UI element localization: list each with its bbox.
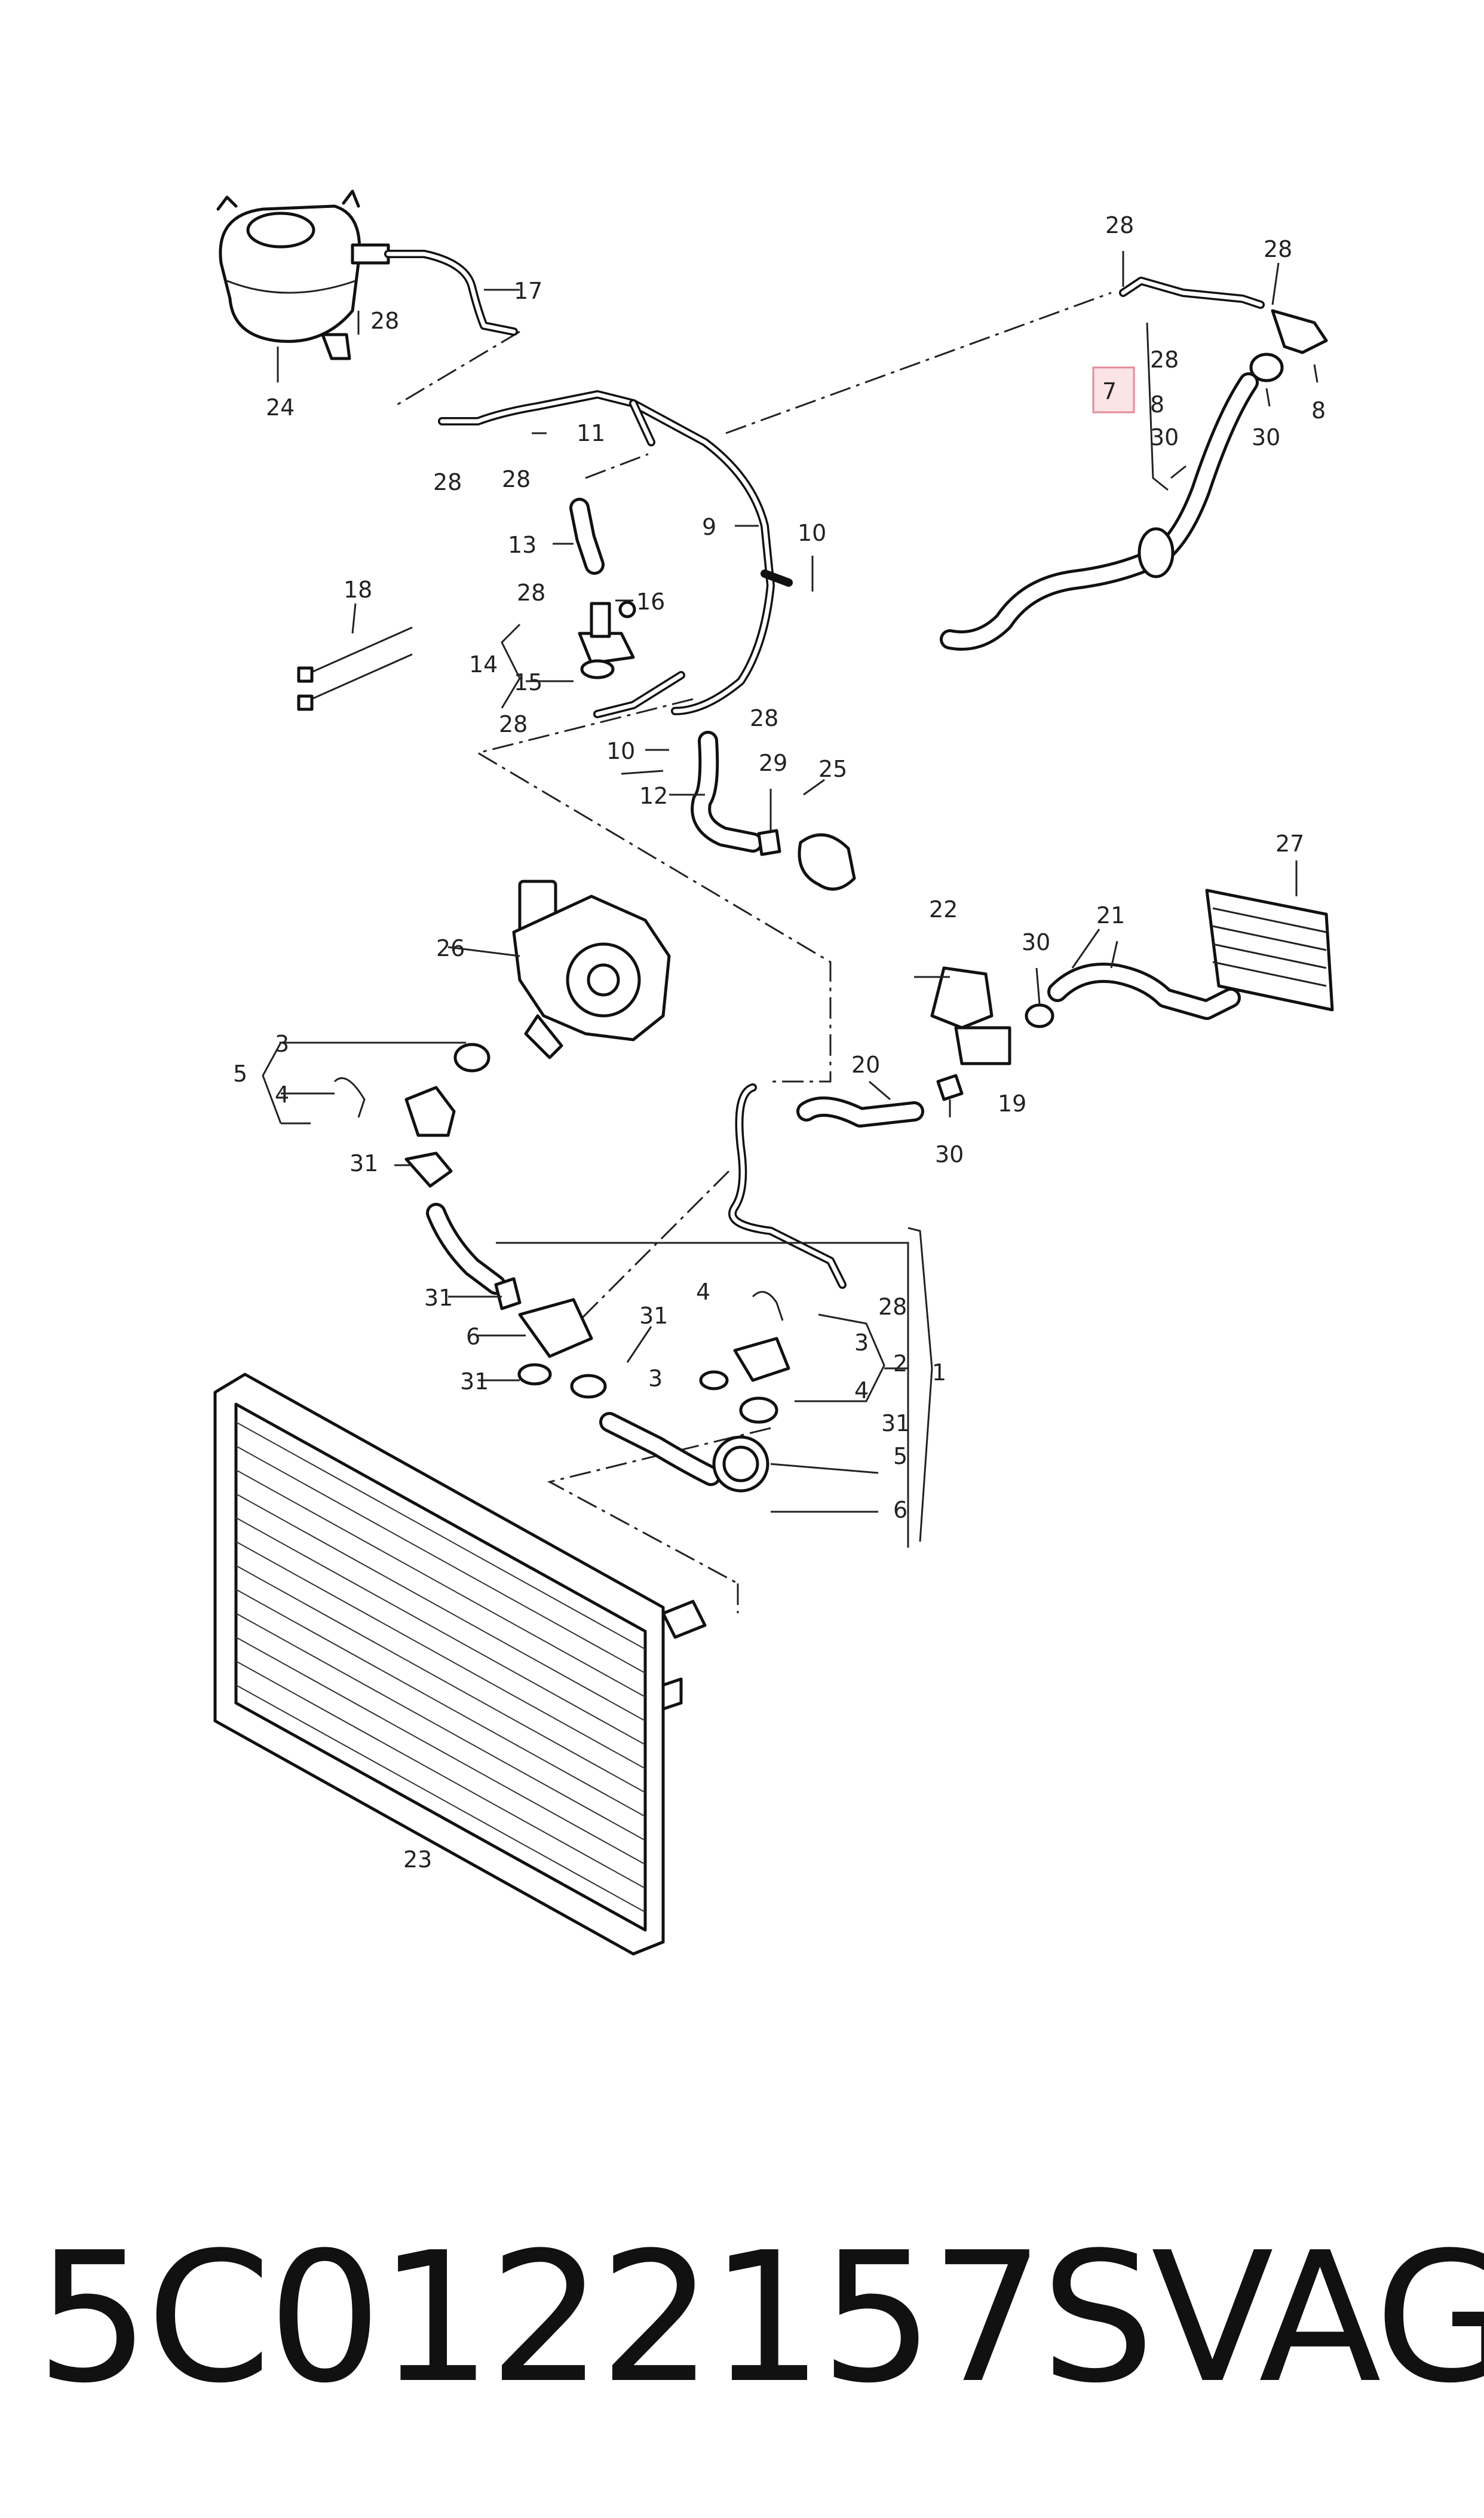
callout: 28 bbox=[1150, 347, 1179, 373]
callout: 17 bbox=[514, 278, 542, 304]
expansion-tank bbox=[216, 189, 390, 360]
callout: 9 bbox=[702, 514, 716, 540]
callout: 28 bbox=[499, 711, 528, 737]
callout: 15 bbox=[514, 669, 542, 696]
callout: 5 bbox=[233, 1061, 247, 1087]
callout: 19 bbox=[998, 1090, 1026, 1117]
callout: 28 bbox=[1105, 212, 1134, 238]
callout: 6 bbox=[893, 1497, 907, 1523]
upper-coolant-pipes bbox=[384, 250, 793, 718]
radiator-fins bbox=[235, 1422, 646, 1913]
callout: 30 bbox=[1022, 929, 1050, 955]
callout: 10 bbox=[606, 738, 635, 764]
callout: 23 bbox=[403, 1846, 432, 1873]
left-connector-group bbox=[333, 1043, 593, 1386]
callout: 25 bbox=[818, 756, 847, 782]
callout: 31 bbox=[349, 1150, 378, 1177]
callout: 21 bbox=[1096, 902, 1125, 929]
part-number: 5C0122157S bbox=[36, 2214, 1155, 2422]
callout: 28 bbox=[878, 1294, 907, 1320]
callout: 30 bbox=[1252, 424, 1280, 451]
callout: 3 bbox=[854, 1330, 869, 1356]
callout: 4 bbox=[854, 1377, 869, 1404]
callout: 31 bbox=[460, 1368, 489, 1395]
callout: 28 bbox=[1264, 236, 1292, 262]
callout: 30 bbox=[935, 1141, 964, 1168]
callout: 8 bbox=[1311, 397, 1326, 424]
highlighted-part-box bbox=[1092, 366, 1135, 413]
radiator bbox=[213, 1373, 707, 1956]
brand-name: VAG bbox=[1151, 2214, 1484, 2422]
callout: 10 bbox=[798, 520, 826, 546]
callout: 16 bbox=[636, 589, 665, 615]
callout-labels: 28 28 28 8 30 8 30 17 28 24 28 11 28 9 1… bbox=[233, 212, 1326, 1873]
callout: 18 bbox=[344, 577, 372, 603]
callout: 6 bbox=[466, 1324, 480, 1350]
leader-lines bbox=[262, 251, 1319, 1548]
footer-caption: 5C0122157S VAG bbox=[36, 2211, 1484, 2426]
cable-ties bbox=[297, 626, 413, 711]
callout: 28 bbox=[502, 466, 531, 492]
highlighted-callout: 7 bbox=[1102, 378, 1117, 405]
oil-cooler-pipes bbox=[728, 889, 1334, 1289]
callout: 31 bbox=[881, 1410, 910, 1436]
reference-lines bbox=[394, 292, 1112, 1613]
callout: 26 bbox=[436, 935, 465, 961]
callout: 3 bbox=[275, 1031, 289, 1057]
callout: 4 bbox=[696, 1279, 710, 1305]
callout: 14 bbox=[469, 651, 498, 678]
hose-and-sensor bbox=[691, 731, 856, 891]
callout: 13 bbox=[508, 532, 536, 558]
thermostat-housing bbox=[512, 880, 671, 1059]
callout: 30 bbox=[1150, 424, 1179, 451]
callout: 31 bbox=[639, 1303, 668, 1329]
heater-hoses bbox=[940, 277, 1328, 651]
callout: 3 bbox=[648, 1365, 663, 1392]
fitting-assembly bbox=[569, 498, 636, 679]
right-connector-group bbox=[570, 1291, 790, 1493]
callout: 2 bbox=[893, 1350, 907, 1377]
callout: 28 bbox=[433, 469, 462, 495]
callout: 28 bbox=[517, 580, 545, 606]
callout: 11 bbox=[577, 420, 605, 446]
callout: 31 bbox=[424, 1285, 453, 1311]
callout: 27 bbox=[1275, 831, 1304, 857]
callout: 12 bbox=[639, 783, 668, 809]
callout: 28 bbox=[750, 705, 778, 731]
callout: 28 bbox=[370, 308, 399, 334]
callout: 8 bbox=[1150, 391, 1164, 418]
callout: 5 bbox=[893, 1443, 907, 1469]
callout: 1 bbox=[932, 1359, 946, 1386]
callout: 24 bbox=[266, 394, 295, 421]
callout: 29 bbox=[759, 750, 787, 776]
callout: 20 bbox=[851, 1052, 880, 1078]
callout: 22 bbox=[929, 896, 958, 923]
callout: 4 bbox=[275, 1082, 289, 1108]
